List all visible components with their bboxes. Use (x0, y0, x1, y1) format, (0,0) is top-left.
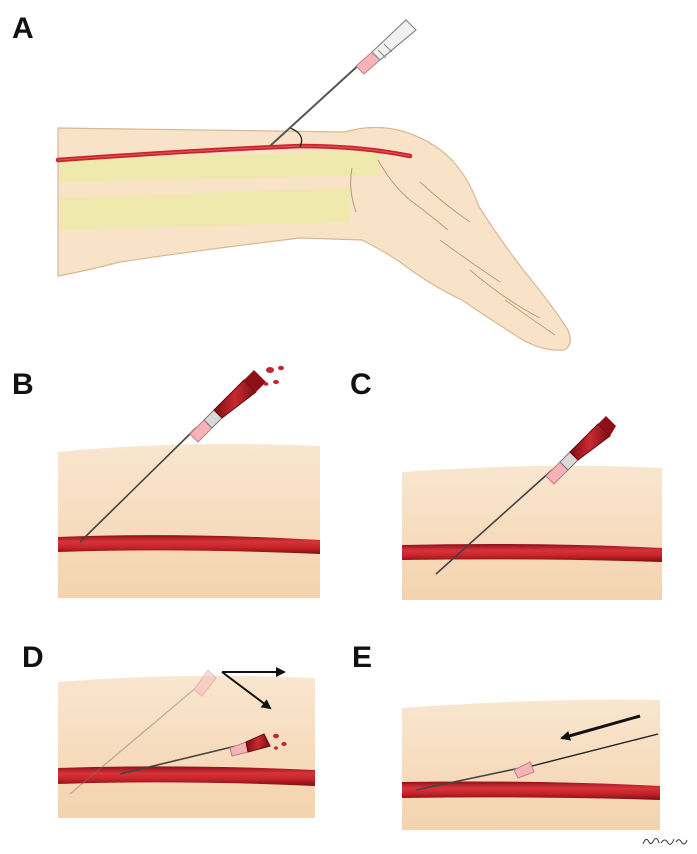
artery-c (402, 544, 662, 562)
artist-signature (641, 834, 689, 848)
panel-c-needle-through-artery (402, 416, 662, 600)
skin-block-c (402, 466, 662, 600)
blood-drop-icon (264, 366, 284, 386)
panel-e-reinsert-needle (402, 700, 660, 830)
needle-icon (270, 20, 416, 146)
panel-b-needle-in-artery (58, 366, 320, 598)
panel-d-withdraw-needle (58, 670, 315, 818)
panel-a-wrist-illustration (58, 20, 570, 350)
skin-block-b (58, 444, 320, 598)
